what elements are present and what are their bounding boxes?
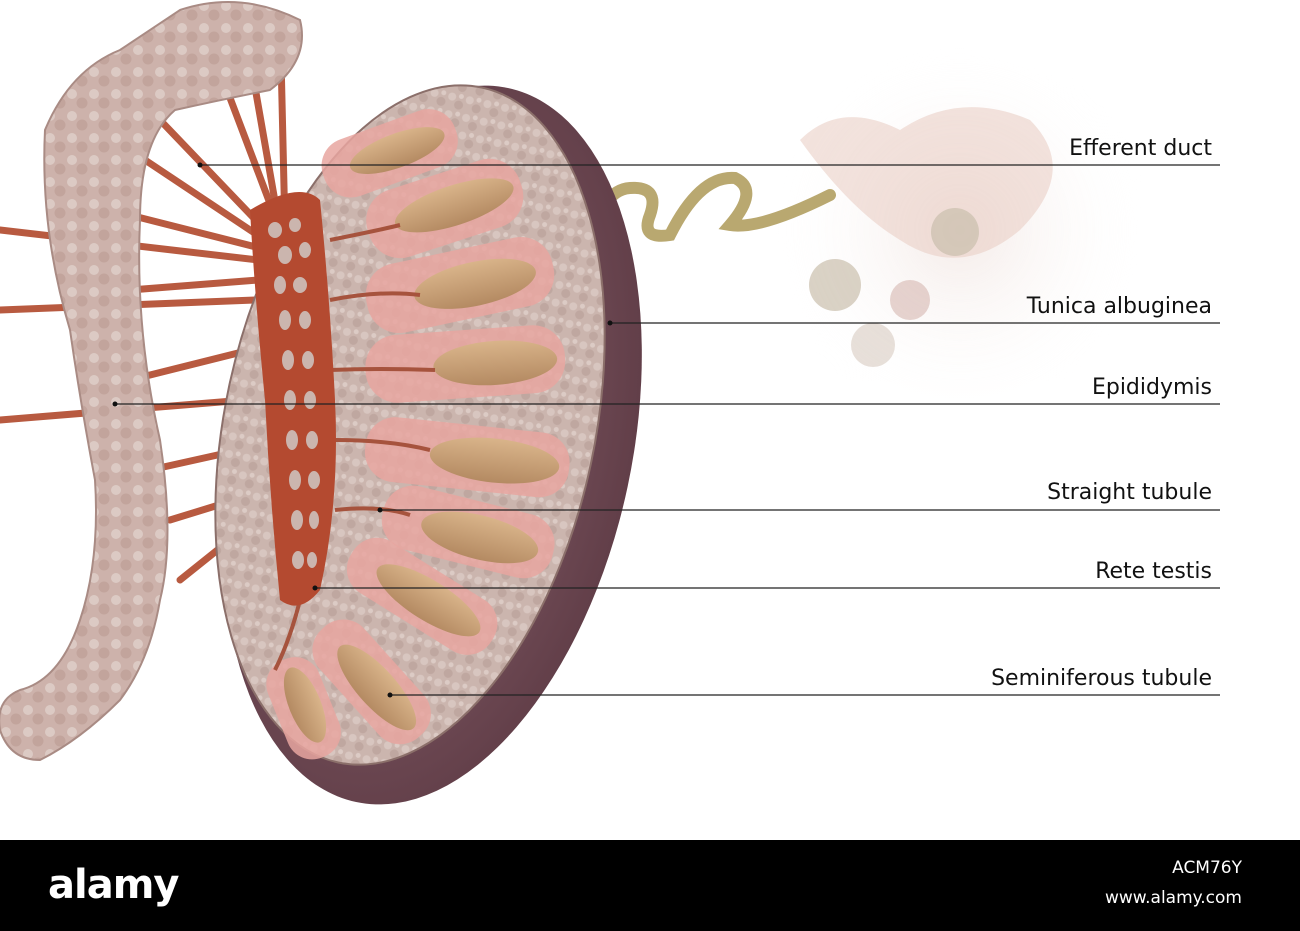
watermark-footer-bar: alamy ACM76Y www.alamy.com	[0, 840, 1300, 931]
image-id: ACM76Y	[1172, 858, 1242, 878]
background-faded-structures	[770, 40, 1150, 420]
label-straight-tubule: Straight tubule	[1047, 480, 1212, 505]
testis-anatomy-diagram	[0, 1, 1220, 805]
epididymis-shape	[0, 1, 303, 762]
leader-lines	[115, 164, 1220, 696]
straight-tubules	[273, 223, 436, 671]
brand-logo: alamy	[48, 862, 179, 908]
label-tunica-albuginea: Tunica albuginea	[1026, 294, 1212, 319]
label-epididymis: Epididymis	[1091, 375, 1212, 400]
label-seminiferous-tubule: Seminiferous tubule	[991, 666, 1212, 691]
seminiferous-lobules	[266, 109, 570, 760]
site-url: www.alamy.com	[1104, 888, 1242, 908]
label-rete-testis: Rete testis	[1095, 559, 1212, 584]
leader-dots	[112, 162, 613, 698]
label-efferent-duct: Efferent duct	[1069, 136, 1212, 161]
